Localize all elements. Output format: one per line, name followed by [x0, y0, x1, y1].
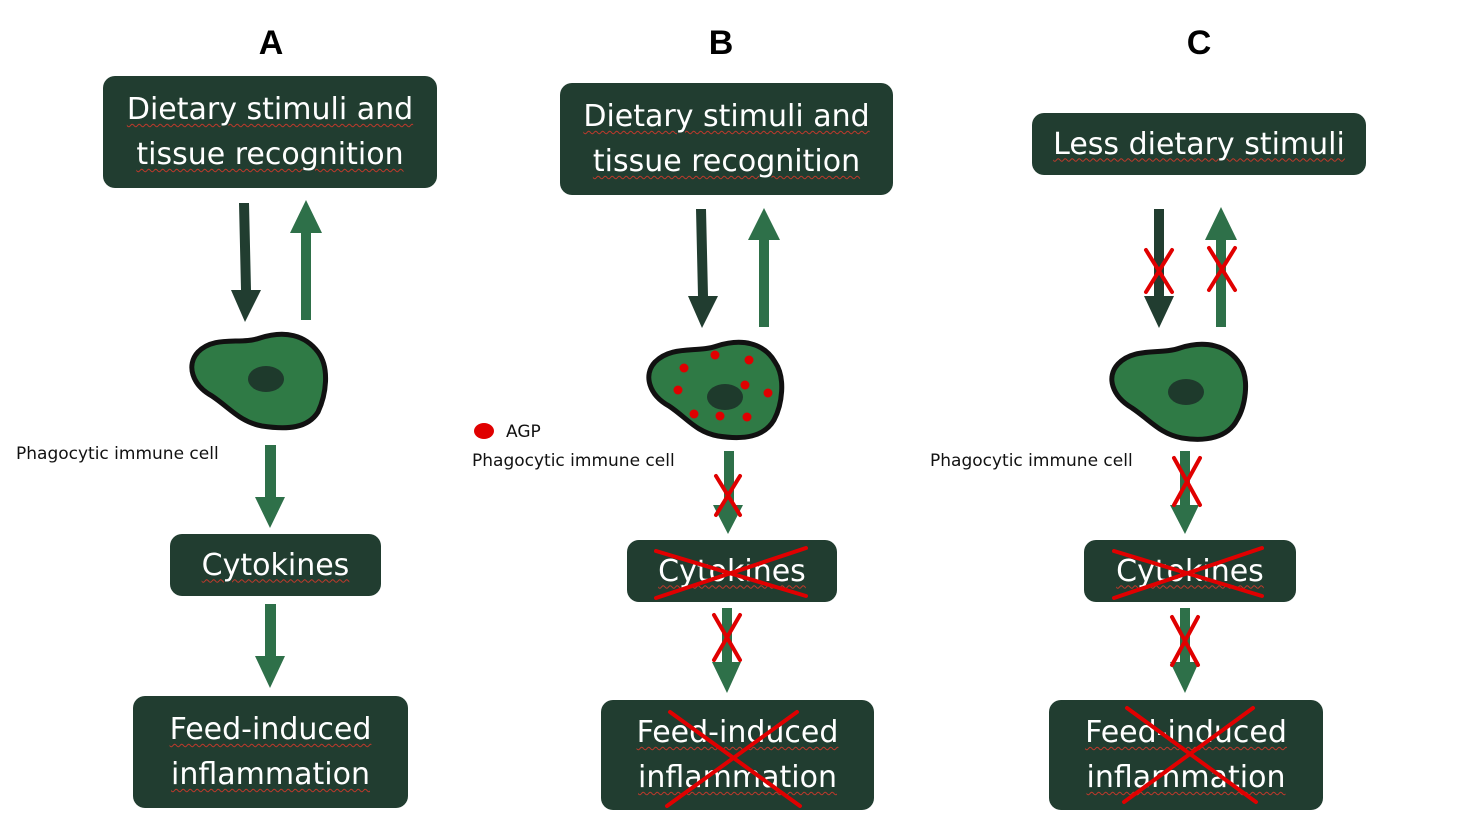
panel-b-cell-to-cytokines-block-cross: [714, 474, 742, 517]
panel-c-cytokines-text: Cytokines: [1116, 553, 1264, 589]
panel-c-letter: C: [1186, 24, 1212, 62]
panel-c-up-arrow: [1205, 207, 1237, 327]
panel-a-cytokines-box: Cytokines: [170, 534, 381, 596]
panel-a-letter: A: [258, 24, 284, 62]
panel-c-cell-to-cytokines-block-cross: [1172, 456, 1202, 507]
panel-b-cytokines-box: Cytokines: [627, 540, 837, 602]
panel-a-dietary-stimuli-text: Dietary stimuli and tissue recognition: [126, 92, 414, 172]
panel-a-cytokines-to-inflammation-arrow: [255, 604, 285, 688]
panel-a-cell-to-cytokines-arrow: [255, 445, 285, 528]
panel-b-dietary-stimuli-box: Dietary stimuli and tissue recognition: [560, 83, 893, 195]
panel-c-inflammation-box: Feed-induced inflammation: [1049, 700, 1323, 810]
panel-a-dietary-stimuli-box: Dietary stimuli and tissue recognition: [103, 76, 437, 188]
panel-b-letter: B: [708, 24, 734, 62]
panel-a-cytokines-text: Cytokines: [201, 547, 350, 583]
panel-a-inflammation-box: Feed-induced inflammation: [133, 696, 408, 808]
panel-b-cytokines-to-inflammation-block-cross: [712, 613, 742, 662]
panel-b-cell-to-cytokines-arrow: [713, 451, 743, 534]
panel-c-nucleus: [1168, 379, 1204, 405]
panel-b-up-arrow: [748, 208, 780, 327]
panel-c-less-dietary-stimuli-box: Less dietary stimuli: [1032, 113, 1366, 175]
panel-c-cytokines-box: Cytokines: [1084, 540, 1296, 602]
panel-c-up-arrow-block-cross: [1207, 246, 1237, 292]
panel-a-up-arrow: [290, 200, 322, 320]
panel-c-cytokines-to-inflammation-block-cross: [1170, 615, 1200, 667]
panel-b-agp-dots: [673, 350, 773, 422]
panel-c-down-arrow: [1144, 209, 1174, 328]
panel-c-less-dietary-stimuli-text: Less dietary stimuli: [1053, 126, 1345, 162]
panel-b-cell-label: Phagocytic immune cell: [472, 451, 675, 471]
panel-a-nucleus: [248, 366, 284, 392]
panel-b-cytokines-text: Cytokines: [658, 553, 806, 589]
panel-c-down-arrow-block-cross: [1144, 248, 1174, 294]
panel-b-dietary-stimuli-text: Dietary stimuli and tissue recognition: [583, 99, 870, 179]
panel-b-agp-legend-dot: [474, 423, 494, 439]
panel-b-immune-cell: [646, 339, 785, 441]
panel-c-cell-label: Phagocytic immune cell: [930, 451, 1133, 471]
panel-c-inflammation-text: Feed-induced inflammation: [1085, 715, 1287, 795]
panel-a-immune-cell: [189, 331, 329, 431]
panel-a-down-arrow: [231, 203, 261, 322]
panel-b-inflammation-box: Feed-induced inflammation: [601, 700, 874, 810]
panel-b-down-arrow: [688, 209, 718, 328]
panel-a-cell-label: Phagocytic immune cell: [16, 444, 219, 464]
panel-c-immune-cell: [1109, 341, 1249, 442]
panel-b-cytokines-to-inflammation-arrow: [712, 608, 741, 693]
panel-c-cytokines-to-inflammation-arrow: [1170, 608, 1199, 693]
panel-a-inflammation-text: Feed-induced inflammation: [169, 712, 372, 792]
panel-c-cell-to-cytokines-arrow: [1170, 451, 1199, 534]
panel-b-agp-legend-label: AGP: [506, 422, 541, 442]
panel-b-nucleus: [707, 384, 743, 410]
panel-b-inflammation-text: Feed-induced inflammation: [636, 715, 839, 795]
